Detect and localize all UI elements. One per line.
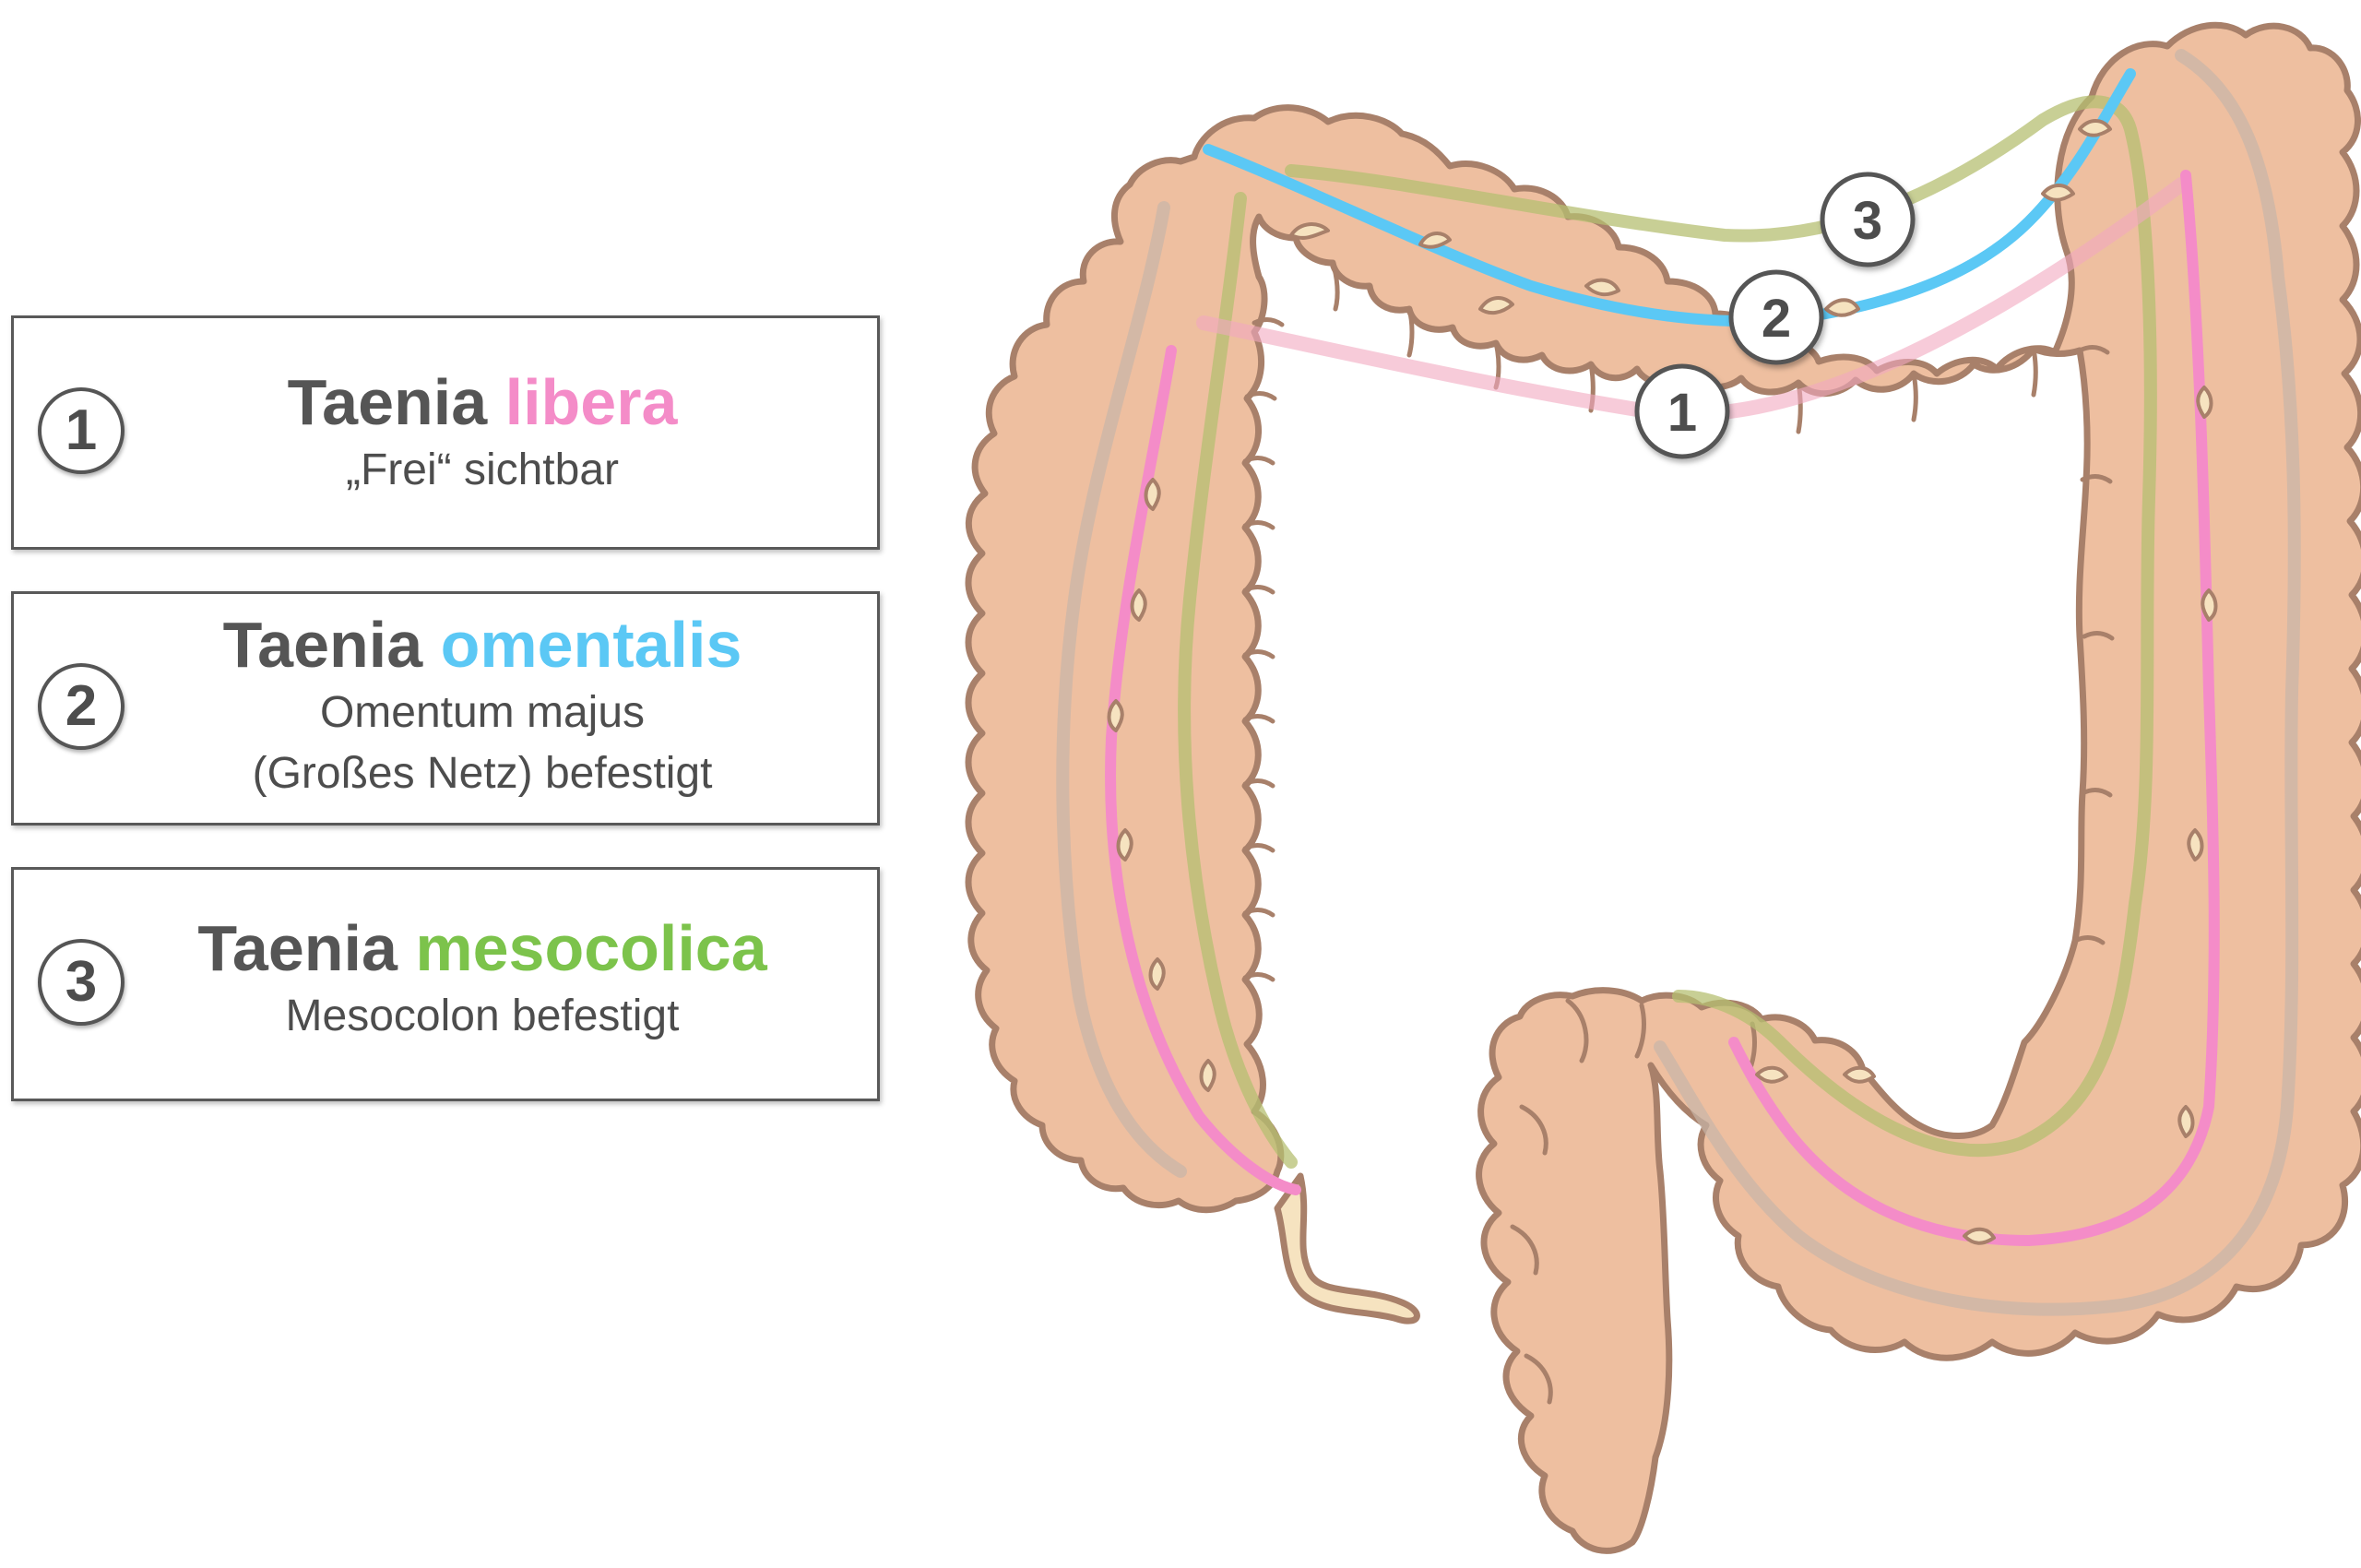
legend-title-1: Taenia libera [134, 364, 831, 440]
taenia-libera-line [1105, 345, 1301, 1195]
legend-title-main: Taenia [222, 609, 423, 681]
legend-title-main: Taenia [197, 912, 397, 984]
taenia-libera-line [1728, 170, 2220, 1247]
legend-text-3: Taenia mesocolica Mesocolon befestigt [134, 910, 831, 1047]
taenia-mesocolica-line [1178, 192, 1298, 1169]
lumen-band [1056, 201, 1187, 1178]
legend-box-taenia-mesocolica: 3 Taenia mesocolica Mesocolon befestigt [11, 867, 880, 1101]
legend-description: Mesocolon befestigt [285, 992, 680, 1040]
marker-2: 2 [1728, 269, 1824, 365]
legend-description: Omentum majus [319, 688, 646, 737]
legend-title-colored: mesocolica [415, 912, 767, 984]
legend-title-colored: omentalis [440, 609, 742, 681]
legend-description: (Großes Netz) befestigt [252, 749, 713, 798]
taenia-mesocolica-line [1285, 95, 2157, 1158]
legend-title-2: Taenia omentalis [134, 607, 831, 683]
marker-1-label: 1 [1667, 383, 1697, 443]
legend-box-taenia-omentalis: 2 Taenia omentalis Omentum majus (Großes… [11, 591, 880, 826]
appendices-epiploicae [1107, 119, 2218, 1245]
legend-number-1: 1 [38, 387, 125, 474]
legend-title-3: Taenia mesocolica [134, 910, 831, 986]
marker-1: 1 [1634, 363, 1730, 459]
legend-text-2: Taenia omentalis Omentum majus (Großes N… [134, 607, 831, 804]
legend-number-2: 2 [38, 663, 125, 750]
legend-description: „Frei“ sichtbar [345, 445, 620, 494]
marker-3: 3 [1820, 172, 1916, 267]
legend-box-taenia-libera: 1 Taenia libera „Frei“ sichtbar [11, 315, 880, 550]
marker-3-label: 3 [1853, 191, 1882, 251]
legend-title-main: Taenia [287, 366, 488, 438]
legend-text-1: Taenia libera „Frei“ sichtbar [134, 364, 831, 501]
legend-title-colored: libera [504, 366, 678, 438]
lumen-band [1654, 49, 2301, 1316]
appendix [1274, 1172, 1420, 1324]
legend-number-3: 3 [38, 939, 125, 1026]
marker-2-label: 2 [1762, 289, 1791, 349]
